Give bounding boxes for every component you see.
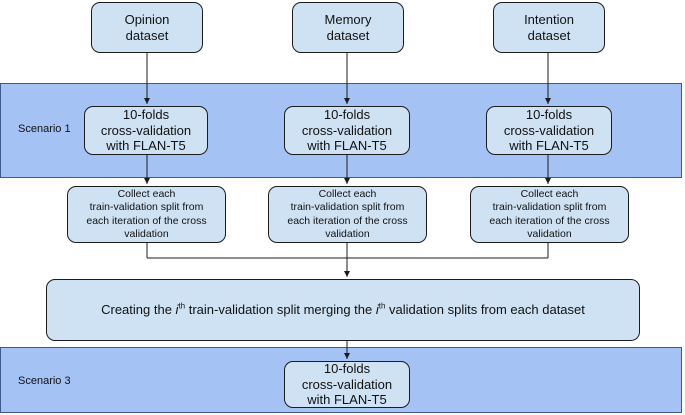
scenario1-cv-box-opinion: 10-folds cross-validation with FLAN-T5 bbox=[84, 106, 208, 155]
scenario1-cv-box-memory: 10-folds cross-validation with FLAN-T5 bbox=[284, 106, 410, 155]
merge-text-part1: Creating the bbox=[101, 302, 176, 318]
scenario-3-label: Scenario 3 bbox=[18, 375, 71, 387]
merge-index-2: i bbox=[375, 302, 379, 318]
opinion-dataset-box: Opinion dataset bbox=[91, 2, 203, 53]
merge-index-1: i bbox=[175, 302, 179, 318]
merge-sup-2: th bbox=[378, 301, 386, 311]
scenario3-cv-box: 10-folds cross-validation with FLAN-T5 bbox=[284, 361, 410, 408]
memory-dataset-box: Memory dataset bbox=[292, 2, 404, 53]
scenario-1-label: Scenario 1 bbox=[18, 123, 71, 135]
merge-splits-box: Creating the ith train-validation split … bbox=[46, 279, 640, 341]
collect-box-intention: Collect each train-validation split from… bbox=[470, 186, 629, 243]
scenario1-cv-box-intention: 10-folds cross-validation with FLAN-T5 bbox=[486, 106, 612, 155]
intention-dataset-box: Intention dataset bbox=[493, 2, 605, 53]
collect-box-memory: Collect each train-validation split from… bbox=[268, 186, 427, 243]
merge-text-part2: train-validation split merging the bbox=[185, 302, 376, 318]
merge-sup-1: th bbox=[178, 301, 186, 311]
merge-text-part3: validation splits from each dataset bbox=[385, 302, 585, 318]
collect-box-opinion: Collect each train-validation split from… bbox=[67, 186, 226, 243]
